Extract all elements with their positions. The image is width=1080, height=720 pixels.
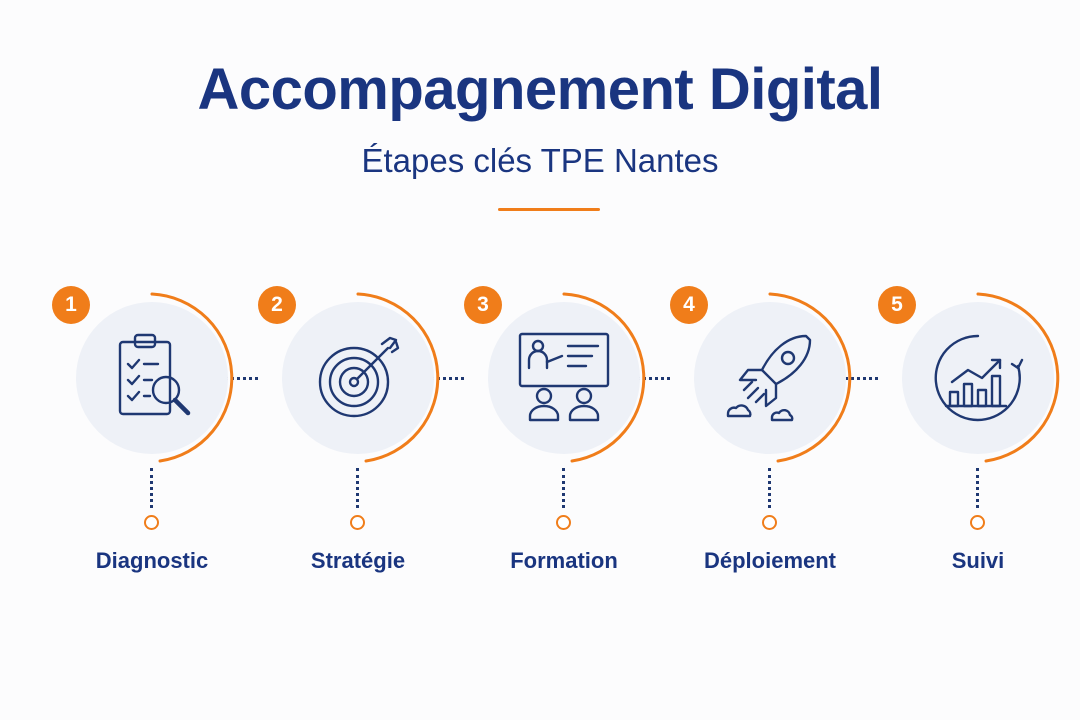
step-node (350, 515, 365, 530)
step-disc (76, 302, 228, 454)
step-deploiement: 4 Déploiement (670, 280, 870, 580)
rocket-icon (726, 334, 812, 422)
step-node (762, 515, 777, 530)
step-diagnostic: 1 Diagnostic (52, 280, 252, 580)
step-vertical-dots (562, 468, 565, 508)
step-label: Diagnostic (95, 548, 209, 573)
step-number-badge: 4 (670, 286, 708, 324)
step-node (144, 515, 159, 530)
page-title: Accompagnement Digital (197, 57, 883, 122)
connector-3-4 (626, 377, 670, 380)
step-vertical-dots (768, 468, 771, 508)
step-number-badge: 2 (258, 286, 296, 324)
step-vertical-dots (356, 468, 359, 508)
step-vertical-dots (976, 468, 979, 508)
step-label: Formation (510, 548, 618, 573)
progress-arc (150, 292, 234, 463)
step-node (970, 515, 985, 530)
step-number-badge: 3 (464, 286, 502, 324)
step-label: Suivi (951, 548, 1005, 573)
step-label: Déploiement (703, 548, 837, 573)
page-subtitle: Étapes clés TPE Nantes (361, 142, 719, 179)
presentation-board-icon (518, 332, 610, 422)
progress-arc (768, 292, 852, 463)
step-node (556, 515, 571, 530)
progress-arc (562, 292, 646, 463)
step-strategie: 2 Stratégie (258, 280, 458, 580)
step-disc (902, 302, 1054, 454)
connector-1-2 (214, 377, 258, 380)
step-formation: 3 Formation (464, 280, 664, 580)
step-disc (488, 302, 640, 454)
step-vertical-dots (150, 468, 153, 508)
progress-arc (356, 292, 440, 463)
target-arrow-icon (318, 336, 400, 418)
progress-arc (976, 292, 1060, 463)
step-number-badge: 5 (878, 286, 916, 324)
title-accent-divider (498, 208, 600, 211)
connector-4-5 (834, 377, 878, 380)
clipboard-magnifier-icon (118, 333, 191, 416)
step-label: Stratégie (310, 548, 406, 573)
connector-2-3 (420, 377, 464, 380)
growth-chart-icon (934, 334, 1024, 422)
step-suivi: 5 Suivi (878, 280, 1078, 580)
step-number-badge: 1 (52, 286, 90, 324)
